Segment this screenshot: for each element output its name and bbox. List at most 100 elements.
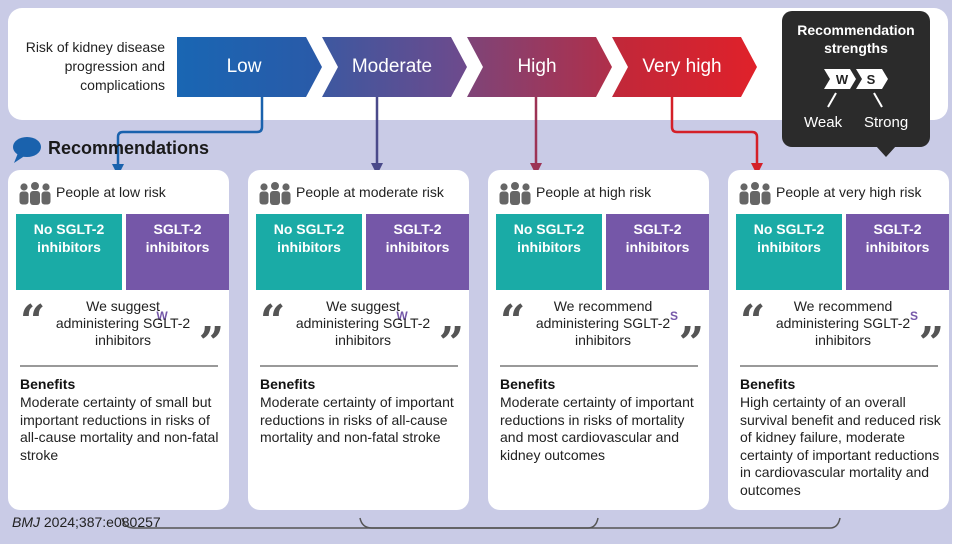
close-quote-icon: ” bbox=[678, 318, 704, 369]
divider bbox=[20, 365, 218, 367]
card-title: People at moderate risk bbox=[296, 184, 444, 200]
weak-chip-label: W bbox=[156, 309, 168, 323]
legend-strong-code: S bbox=[867, 72, 876, 87]
open-quote-icon: “ bbox=[500, 296, 526, 347]
benefits-title: Benefits bbox=[500, 376, 556, 392]
legend-title: Recommendation strengths bbox=[797, 22, 915, 56]
risk-level-high: High bbox=[517, 56, 557, 77]
weak-chip-label: W bbox=[80, 309, 92, 323]
people-icon bbox=[739, 182, 771, 205]
card-title: People at low risk bbox=[56, 184, 166, 200]
open-quote-icon: “ bbox=[740, 296, 766, 347]
people-icon bbox=[19, 182, 51, 205]
strong-chip-label: S bbox=[530, 309, 538, 323]
quote-block: “ We suggest administering SGLT-2 inhibi… bbox=[16, 296, 224, 369]
citation-reference: 2024;387:e080257 bbox=[43, 514, 161, 530]
risk-card-0: People at low risk No SGLT-2 inhibitors … bbox=[8, 170, 229, 510]
option-yes-label: SGLT-2 inhibitors bbox=[865, 221, 930, 255]
arrow-very-high bbox=[670, 97, 759, 167]
weak-chip-label: W bbox=[396, 309, 408, 323]
arrow-very-high-head bbox=[751, 163, 763, 175]
benefits-title: Benefits bbox=[260, 376, 316, 392]
weak-chip bbox=[308, 305, 344, 325]
risk-card-1: People at moderate risk No SGLT-2 inhibi… bbox=[248, 170, 469, 510]
citation-journal: BMJ bbox=[12, 514, 40, 530]
speech-bubble-icon bbox=[13, 137, 41, 163]
open-quote-icon: “ bbox=[20, 296, 46, 347]
option-yes-label: SGLT-2 inhibitors bbox=[385, 221, 450, 255]
weak-chip bbox=[548, 305, 584, 325]
strong-chip-label: S bbox=[670, 309, 678, 323]
risk-level-very-high: Very high bbox=[642, 56, 722, 77]
legend-strong-label: Strong bbox=[864, 114, 909, 131]
risk-level-low: Low bbox=[226, 56, 262, 77]
divider bbox=[260, 365, 458, 367]
recommendation-quote: We suggest administering SGLT-2 inhibito… bbox=[55, 298, 191, 348]
bottom-bracket-2 bbox=[359, 517, 841, 529]
card-header: People at low risk bbox=[16, 181, 226, 205]
card-header: People at high risk bbox=[496, 181, 706, 205]
legend-pointer bbox=[876, 146, 896, 157]
close-quote-icon: ” bbox=[198, 318, 224, 369]
weak-chip bbox=[68, 305, 104, 325]
option-no-label: No SGLT-2 inhibitors bbox=[753, 221, 825, 255]
option-yes-label: SGLT-2 inhibitors bbox=[625, 221, 690, 255]
benefits-text: Moderate certainty of important reductio… bbox=[260, 394, 454, 445]
risk-card-3: People at very high risk No SGLT-2 inhib… bbox=[728, 170, 949, 510]
weak-chip-label: W bbox=[636, 309, 648, 323]
close-quote-icon: ” bbox=[438, 318, 464, 369]
chevron-moderate bbox=[322, 37, 467, 97]
risk-caption: Risk of kidney disease progression and c… bbox=[25, 39, 165, 93]
citation: BMJ 2024;387:e080257 bbox=[12, 514, 161, 530]
quote-block: “ We recommend administering SGLT-2 inhi… bbox=[736, 296, 944, 366]
strong-chip-label: S bbox=[190, 309, 198, 323]
quote-block: “ We recommend administering SGLT-2 inhi… bbox=[496, 296, 704, 369]
recommendation-quote: We suggest administering SGLT-2 inhibito… bbox=[295, 298, 431, 348]
strong-chip bbox=[176, 305, 212, 325]
open-quote-icon: “ bbox=[260, 296, 286, 347]
strong-chip-label: S bbox=[290, 309, 298, 323]
chevron-high bbox=[467, 37, 612, 97]
weak-chip-label: W bbox=[320, 309, 332, 323]
option-no-label: No SGLT-2 inhibitors bbox=[273, 221, 345, 255]
arrow-high-head bbox=[530, 163, 542, 175]
people-icon bbox=[259, 182, 291, 205]
strong-chip bbox=[416, 305, 452, 325]
weak-chip bbox=[788, 305, 824, 325]
quote-block: “ We suggest administering SGLT-2 inhibi… bbox=[256, 296, 464, 369]
card-title: People at high risk bbox=[536, 184, 652, 200]
strong-chip-label: S bbox=[770, 309, 778, 323]
option-no-label: No SGLT-2 inhibitors bbox=[33, 221, 105, 255]
chevron-low bbox=[177, 37, 322, 97]
option-no-label: No SGLT-2 inhibitors bbox=[513, 221, 585, 255]
recommendation-strengths-legend: Recommendation strengths W S Weak Strong bbox=[782, 11, 930, 147]
strong-chip bbox=[756, 305, 792, 325]
strong-chip bbox=[656, 305, 692, 325]
recommendations-title: Recommendations bbox=[48, 138, 210, 158]
recommendation-quote: We recommend administering SGLT-2 inhibi… bbox=[535, 298, 671, 348]
card-header: People at very high risk bbox=[736, 181, 946, 205]
strong-chip bbox=[516, 305, 552, 325]
recommendation-quote: We recommend administering SGLT-2 inhibi… bbox=[775, 298, 911, 348]
weak-chip-label: W bbox=[800, 309, 812, 323]
strong-chip-label: S bbox=[910, 309, 918, 323]
people-icon bbox=[499, 182, 531, 205]
benefits-text: High certainty of an overall survival be… bbox=[740, 394, 941, 498]
strong-chip bbox=[276, 305, 312, 325]
strong-chip-label: S bbox=[50, 309, 58, 323]
card-header: People at moderate risk bbox=[256, 181, 466, 205]
